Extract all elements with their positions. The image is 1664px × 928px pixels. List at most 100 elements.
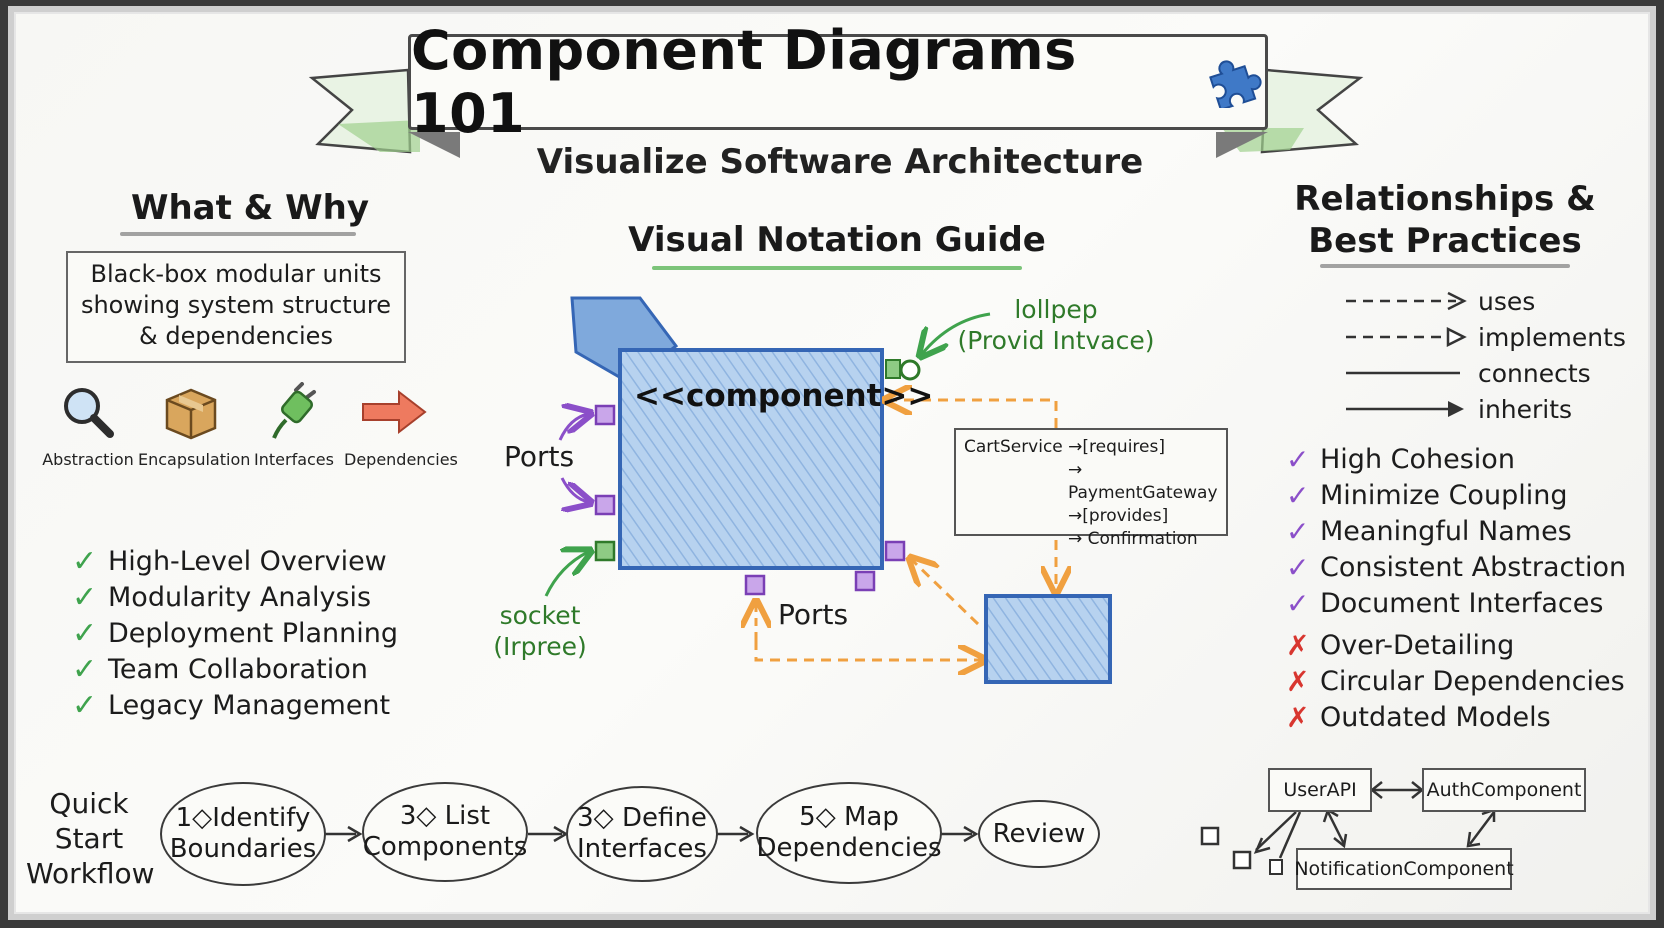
socket-label-line: (Irpree)	[493, 632, 587, 661]
practice-item: ✓ Consistent Abstraction	[1286, 550, 1626, 586]
benefit-label: High-Level Overview	[108, 546, 387, 577]
mini-userapi: UserAPI	[1268, 768, 1372, 812]
practice-label: Meaningful Names	[1320, 516, 1572, 547]
check-icon: ✓	[72, 544, 98, 579]
practice-item: ✓ High Cohesion	[1286, 442, 1626, 478]
concept-dependencies: Dependencies	[344, 382, 458, 469]
step-number: 5◇	[799, 802, 836, 832]
plug-icon	[272, 382, 316, 439]
note-line: → PaymentGateway	[1068, 460, 1218, 503]
dashed-arrow-icon	[1346, 291, 1467, 311]
ports-label-bottom: Ports	[778, 598, 849, 631]
legend-label: connects	[1478, 358, 1591, 388]
benefit-item: ✓Modularity Analysis	[72, 580, 398, 616]
legend-inherits: inherits	[1344, 391, 1626, 427]
definition-line: & dependencies	[139, 322, 333, 350]
best-practices-list: ✓ High Cohesion ✓ Minimize Coupling ✓ Meani…	[1286, 442, 1626, 736]
legend-implements: implements	[1344, 319, 1626, 355]
icon-label: Dependencies	[344, 450, 458, 469]
mini-authcomponent: AuthComponent	[1422, 768, 1586, 812]
step-label: Boundaries	[169, 834, 317, 864]
practice-label: Minimize Coupling	[1320, 480, 1568, 511]
lollipop-label-line: lollpep	[1014, 295, 1098, 324]
practice-item: ✓ Meaningful Names	[1286, 514, 1626, 550]
practice-label: High Cohesion	[1320, 444, 1515, 475]
workflow-label-line: Workflow	[26, 857, 155, 890]
workflow-label: Quick Start Workflow	[26, 786, 155, 891]
practice-item: ✓ Minimize Coupling	[1286, 478, 1626, 514]
component-box	[618, 348, 884, 570]
check-icon: ✓	[1286, 479, 1310, 512]
icon-label: Abstraction	[42, 450, 134, 469]
socket-label-line: socket	[499, 601, 581, 630]
step-label: Define	[621, 803, 707, 833]
solid-line-icon	[1346, 371, 1460, 375]
antipattern-label: Over-Detailing	[1320, 630, 1515, 661]
step-label: Dependencies	[756, 833, 942, 863]
note-line: →[provides]	[1068, 506, 1169, 526]
workflow-step-map: 5◇ Map Dependencies	[756, 782, 942, 884]
page-title: Component Diagrams 101	[411, 19, 1077, 145]
benefit-label: Team Collaboration	[108, 654, 368, 685]
concept-icons: Abstraction Encapsulation Interfaces Dep…	[38, 382, 458, 469]
concept-abstraction: Abstraction	[38, 382, 138, 469]
ports-label-left: Ports	[504, 440, 575, 473]
antipattern-label: Circular Dependencies	[1320, 666, 1625, 697]
mini-notificationcomponent: NotificationComponent	[1294, 848, 1514, 890]
x-icon: ✗	[1286, 701, 1310, 734]
benefit-item: ✓ Team Collaboration	[72, 652, 398, 688]
port-square	[854, 570, 876, 592]
check-icon: ✓	[1286, 443, 1310, 476]
legend-label: inherits	[1478, 394, 1573, 424]
step-number: 3◇	[577, 803, 614, 833]
check-icon: ✓	[72, 616, 98, 651]
x-icon: ✗	[1286, 629, 1310, 662]
heading-line: Relationships &	[1294, 179, 1596, 219]
small-component-box	[984, 594, 1112, 684]
step-label: Map	[843, 802, 899, 832]
arrow-icon	[362, 389, 427, 435]
concept-interfaces: Interfaces	[244, 382, 344, 469]
definition-line: Black-box modular units	[90, 260, 382, 288]
practice-label: Consistent Abstraction	[1320, 552, 1627, 583]
benefit-item: ✓ Legacy Management	[72, 688, 398, 724]
benefit-item: ✓ Deployment Planning	[72, 616, 398, 652]
benefit-label: Legacy Management	[108, 690, 391, 721]
dashed-triangle-arrow-icon	[1346, 327, 1467, 347]
benefit-label: Deployment Planning	[108, 618, 399, 649]
workflow-label-line: Quick	[49, 787, 129, 820]
box-icon	[165, 388, 217, 440]
check-icon: ✓	[1286, 515, 1310, 548]
step-number: 3◇	[399, 801, 437, 831]
workflow-step-define: 3◇ Define Interfaces	[566, 786, 718, 882]
icon-label: Interfaces	[254, 450, 334, 469]
check-icon: ✓	[72, 652, 98, 687]
definition-box: Black-box modular units showing system s…	[66, 251, 406, 363]
solid-arrow-icon	[1346, 401, 1464, 417]
practice-item: ✓Document Interfaces	[1286, 586, 1626, 622]
legend-connects: connects	[1344, 355, 1626, 391]
relationship-legend: uses implements connects inherits	[1344, 283, 1626, 427]
legend-label: implements	[1478, 322, 1626, 352]
step-label: Interfaces	[577, 834, 707, 864]
what-why-underline	[120, 232, 356, 236]
icon-label: Encapsulation	[138, 450, 251, 469]
check-icon: ✓	[1286, 587, 1310, 620]
definition-line: showing system structure	[80, 291, 392, 319]
what-why-heading: What & Why	[130, 188, 370, 228]
relationships-underline	[1320, 264, 1570, 268]
legend-label: uses	[1478, 286, 1536, 316]
magnifier-icon	[64, 388, 114, 438]
check-icon: ✓	[1286, 551, 1310, 584]
antipattern-item: ✗ Over-Detailing	[1286, 628, 1626, 664]
port-square	[884, 540, 906, 562]
check-icon: ✓	[72, 580, 98, 615]
relationships-heading: Relationships & Best Practices	[1290, 178, 1600, 262]
note-line: CartService →[requires]	[964, 437, 1165, 457]
check-icon: ✓	[72, 688, 98, 723]
dependency-note: CartService →[requires] → PaymentGateway…	[954, 428, 1228, 549]
workflow-step-list: 3◇ List Components	[362, 782, 528, 882]
